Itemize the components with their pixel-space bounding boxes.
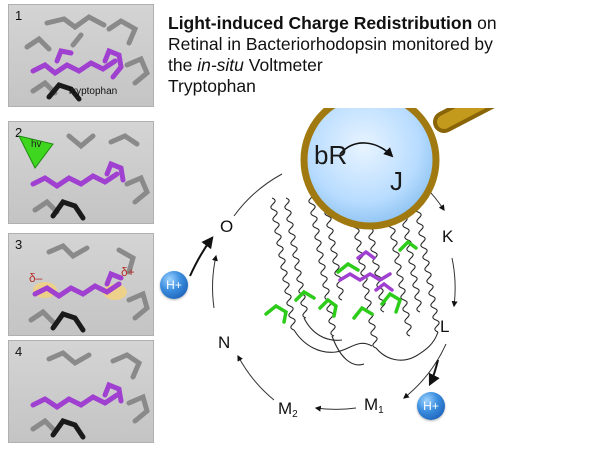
- title-line1-rest: on: [472, 13, 497, 33]
- retinal-structure-4: [30, 350, 150, 440]
- state-M2: M2: [278, 399, 298, 420]
- retinal-structure-3: [28, 243, 150, 333]
- panel-3: 3 δ– δ+: [8, 233, 154, 336]
- magnifier-J: J: [390, 166, 403, 196]
- photocycle-diagram: O K L N M1 M2 bR J: [189, 108, 495, 420]
- title-line3-post: Voltmeter: [243, 55, 323, 75]
- panel-2: 2 hv: [8, 121, 154, 224]
- state-N: N: [218, 333, 230, 352]
- panel-number: 4: [15, 344, 23, 359]
- title-line2: Retinal in Bacteriorhodopsin monitored b…: [168, 34, 493, 54]
- panel-number: 2: [15, 125, 23, 140]
- proton-release-arrow: [428, 359, 440, 387]
- panel-number: 3: [15, 237, 23, 252]
- proton-uptake-arrow: [189, 236, 214, 277]
- panel-number: 1: [15, 8, 23, 23]
- title-line3-italic: in-situ: [197, 55, 244, 75]
- tryptophan-label: Tryptophan: [67, 86, 118, 97]
- hv-label: hv: [31, 139, 42, 150]
- title-bold: Light-induced Charge Redistribution: [168, 13, 473, 33]
- panel-1: 1 Tryptophan: [8, 4, 154, 107]
- retinal-structure-2: [18, 133, 151, 221]
- magnifier-bR: bR: [314, 140, 347, 170]
- retinal-structure-1: [24, 14, 151, 102]
- state-O: O: [220, 217, 233, 236]
- helix-1: [270, 197, 308, 331]
- light-arrow-icon: [18, 135, 54, 169]
- figure-title: Light-induced Charge Redistribution on R…: [168, 13, 588, 97]
- cycle-arrows: [212, 167, 458, 412]
- panel-4: 4: [8, 340, 154, 443]
- delta-plus-label: δ+: [121, 265, 135, 279]
- state-M1-sub: 1: [378, 405, 384, 416]
- state-M2-sub: 2: [292, 409, 298, 420]
- magnifier-icon: [300, 108, 495, 230]
- title-line4: Tryptophan: [168, 76, 256, 96]
- delta-minus-label: δ–: [29, 271, 43, 285]
- state-K: K: [442, 227, 454, 246]
- tryptophan-residues: [264, 239, 418, 324]
- state-L: L: [440, 317, 449, 336]
- retinal-chromophore: [338, 249, 394, 292]
- helix-5: [414, 199, 440, 333]
- proton-uptake: H+: [160, 271, 188, 299]
- state-M1-base: M: [364, 395, 378, 414]
- title-line3-pre: the: [168, 55, 198, 75]
- proton-release: H+: [417, 392, 445, 420]
- state-M2-base: M: [278, 399, 292, 418]
- state-M1: M1: [364, 395, 384, 416]
